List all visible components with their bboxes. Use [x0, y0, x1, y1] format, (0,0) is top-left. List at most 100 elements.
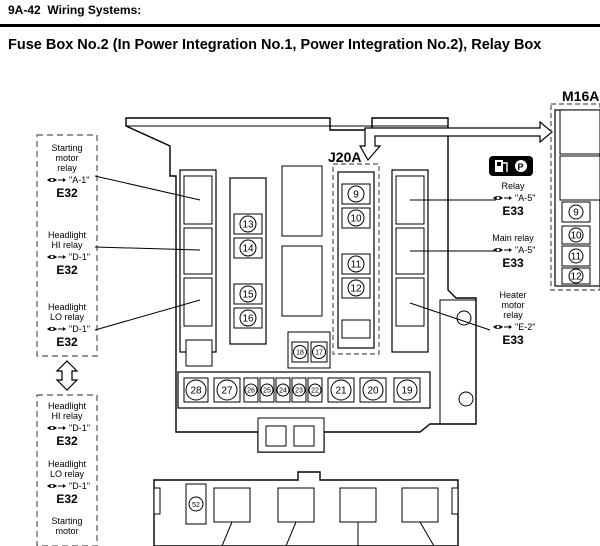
eye-arrow-icon — [46, 425, 67, 431]
double-arrow-icon — [55, 360, 79, 391]
fuse-19: 19 — [401, 386, 413, 397]
j20a-outline — [332, 163, 380, 355]
arrow-to-m16a — [358, 120, 553, 162]
relay-name-line: HI relay — [51, 411, 83, 421]
relay-name-line: relay — [503, 310, 523, 320]
small-square — [185, 339, 213, 367]
j20a-blank — [341, 319, 371, 339]
relay-name-line: Starting — [51, 516, 82, 526]
m16a-fuse-12: 12 — [570, 272, 582, 283]
eye-arrow-icon — [46, 254, 67, 260]
relay-ref: "A-1" — [69, 175, 89, 185]
m16a-fuse-11: 11 — [571, 252, 582, 263]
relay-name-line: motor — [501, 300, 524, 310]
fuse-23: 23 — [295, 388, 303, 395]
relay-box-fuse-52: 52 — [192, 502, 200, 509]
relay-name-line: LO relay — [50, 312, 85, 322]
fuse-25: 25 — [263, 388, 271, 395]
eye-arrow-icon — [46, 483, 67, 489]
small-fuse-holder — [287, 331, 331, 369]
relay-ref: "D-1" — [69, 481, 90, 491]
relay-ref: "D-1" — [69, 252, 90, 262]
eye-arrow-icon — [46, 177, 67, 183]
relay-connector: E32 — [56, 492, 78, 506]
relay-name-line: Main relay — [492, 233, 534, 243]
m16a-fuse-9: 9 — [573, 208, 579, 219]
j20a-label: J20A — [328, 149, 361, 165]
j20a-fuse-12: 12 — [350, 284, 362, 295]
m16a-label: M16A — [562, 88, 599, 104]
fuse-column-left — [229, 177, 267, 345]
j20a-fuse-9: 9 — [353, 190, 359, 201]
fuse-17: 17 — [315, 350, 323, 357]
relay-name-line: relay — [57, 163, 77, 173]
page-header: 9A-42 Wiring Systems: — [8, 3, 141, 17]
fuse-14: 14 — [242, 244, 254, 255]
page-title: Fuse Box No.2 (In Power Integration No.1… — [8, 37, 542, 53]
m16a-relay-top — [559, 109, 600, 155]
relay-ref: "A-5" — [515, 193, 535, 203]
fuse-18: 18 — [296, 350, 304, 357]
j20a-fuse-11: 11 — [351, 260, 362, 271]
m16a-fuse-10: 10 — [570, 231, 582, 242]
j20a-block — [337, 171, 375, 349]
relay-connector: E32 — [56, 335, 78, 349]
left-panel-bottom — [36, 394, 98, 546]
header-rule — [0, 24, 600, 27]
relay-box-outline — [153, 471, 459, 546]
relay-box-relay-3 — [339, 487, 377, 523]
relay-block-right — [391, 169, 429, 353]
relay-connector: E33 — [502, 204, 524, 218]
relay-connector: E32 — [56, 434, 78, 448]
fuse-20: 20 — [367, 386, 379, 397]
svg-text:P: P — [518, 162, 524, 172]
relay-name-line: LO relay — [50, 469, 85, 479]
relay-name-line: Heater — [499, 290, 526, 300]
relay-box-relay-1 — [213, 487, 251, 523]
relay-box-relay-4 — [401, 487, 439, 523]
eye-arrow-icon — [492, 195, 513, 201]
j20a-fuse-10: 10 — [350, 214, 362, 225]
relay-name-line: Relay — [501, 181, 525, 191]
blank-block-upper — [281, 165, 323, 237]
relay-label-1: Main relay "A-5"E33 — [492, 233, 535, 270]
fuse-16: 16 — [242, 314, 254, 325]
relay-label-0: Relay "A-5"E33 — [492, 181, 535, 218]
eye-arrow-icon — [46, 326, 67, 332]
blank-block-lower — [281, 245, 323, 317]
fuse-box-outline — [125, 117, 477, 453]
relay-name-line: Headlight — [48, 401, 87, 411]
fuse-row-bottom — [177, 371, 431, 409]
relay-heater-motor — [395, 277, 425, 327]
relay-headlight-hi — [183, 227, 213, 275]
relay-connector: E32 — [56, 263, 78, 277]
fuse-22: 22 — [311, 388, 319, 395]
fuse-26: 26 — [247, 388, 255, 395]
relay-name-line: Headlight — [48, 230, 87, 240]
relay-connector: E32 — [56, 186, 78, 200]
relay-ref: "A-5" — [515, 245, 535, 255]
relay-connector: E33 — [502, 256, 524, 270]
left-panel-top — [36, 134, 98, 357]
m16a-outline — [550, 103, 600, 291]
relay-name-line: motor — [55, 526, 78, 536]
page-ref: 9A-42 — [8, 3, 41, 17]
m16a-relay-bottom — [559, 155, 600, 201]
eye-arrow-icon — [492, 324, 513, 330]
relay-headlight-lo — [183, 277, 213, 327]
relay-connector: E33 — [502, 333, 524, 347]
relay-name-line: Headlight — [48, 302, 87, 312]
fuse-24: 24 — [279, 388, 287, 395]
fuse-15: 15 — [242, 290, 254, 301]
relay-ref: "D-1" — [69, 324, 90, 334]
fuse-28: 28 — [190, 386, 202, 397]
relay-name-line: Starting — [51, 143, 82, 153]
relay-box-relay-2 — [277, 487, 315, 523]
fuel-pump-icon: P — [489, 156, 533, 176]
